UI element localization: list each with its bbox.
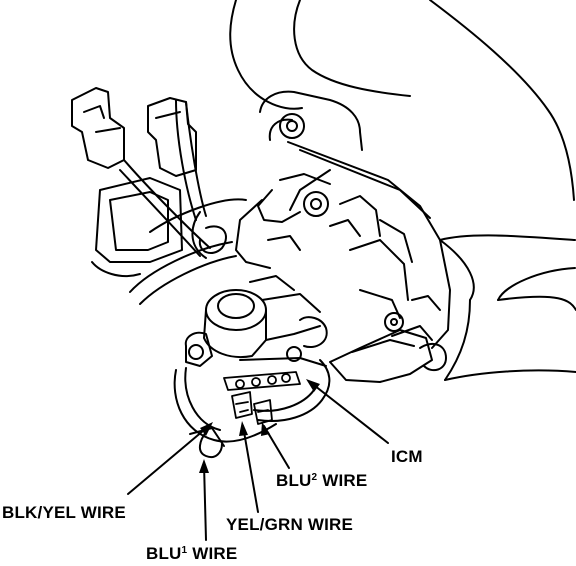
leader-lines bbox=[127, 381, 389, 541]
right-bracket bbox=[329, 312, 447, 383]
yel-grn-text: YEL/GRN WIRE bbox=[226, 515, 354, 534]
blu1-suffix: WIRE bbox=[187, 544, 238, 563]
distributor-body bbox=[235, 90, 451, 349]
blu2-prefix: BLU bbox=[276, 471, 312, 490]
blu2-suffix: WIRE bbox=[317, 471, 368, 490]
arrowheads bbox=[199, 379, 320, 473]
background-housing bbox=[229, 0, 576, 381]
rotor-assembly bbox=[184, 289, 328, 367]
label-blk-yel-wire: BLK/YEL WIRE bbox=[2, 504, 126, 521]
label-icm: ICM bbox=[391, 448, 423, 465]
terminal-cluster bbox=[223, 371, 301, 425]
blk-yel-text: BLK/YEL WIRE bbox=[2, 503, 126, 522]
label-blu2-wire: BLU2 WIRE bbox=[276, 472, 367, 489]
blu2-superscript: 2 bbox=[311, 472, 318, 483]
label-yel-grn-wire: YEL/GRN WIRE bbox=[226, 516, 353, 533]
blu1-superscript: 1 bbox=[181, 545, 188, 556]
cables bbox=[119, 99, 247, 305]
icm-text: ICM bbox=[391, 447, 423, 466]
blu1-prefix: BLU bbox=[146, 544, 182, 563]
label-blu1-wire: BLU1 WIRE bbox=[146, 545, 237, 562]
